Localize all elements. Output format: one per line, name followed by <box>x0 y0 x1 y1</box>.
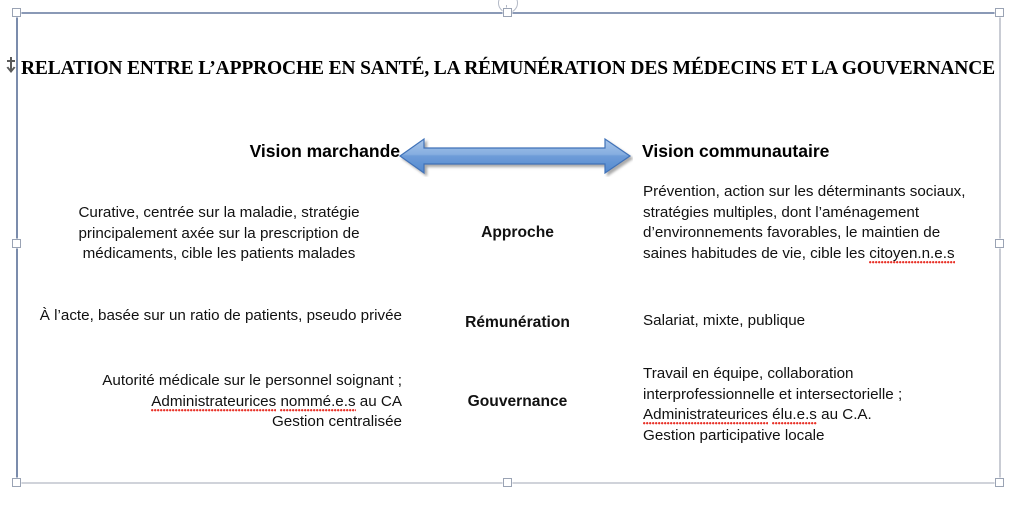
gouvernance-left-mid: au CA <box>355 392 402 410</box>
gouvernance-right-mid: au C.A. <box>816 406 872 423</box>
page-title: RELATION ENTRE L’APPROCHE EN SANTÉ, LA R… <box>20 58 996 79</box>
misspelled-word-nommees: nommé.e.s <box>280 392 356 412</box>
resize-handle-top-right[interactable] <box>995 8 1004 17</box>
row-remuneration-right-text: Salariat, mixte, publique <box>643 312 806 329</box>
gouvernance-left-line3: Gestion centralisée <box>271 413 402 430</box>
row-approche-left-text: Curative, centrée sur la maladie, straté… <box>78 204 360 262</box>
column-header-left: Vision marchande <box>249 141 400 161</box>
row-label-gouvernance: Gouvernance <box>467 393 568 410</box>
gouvernance-right-line1: Travail en équipe, collaboration <box>643 365 854 382</box>
row-remuneration-left-text: À l’acte, basée sur un ratio de patients… <box>39 307 402 324</box>
misspelled-word-administrateurices-left: Administrateurices <box>151 392 277 412</box>
resize-handle-middle-left[interactable] <box>12 239 21 248</box>
resize-handle-bottom-left[interactable] <box>12 478 21 487</box>
object-anchor-icon <box>3 56 19 74</box>
misspelled-word-elues: élu.e.s <box>772 406 817 425</box>
row-approche-right-prefix: Prévention, action sur les déterminants … <box>643 183 966 262</box>
misspelled-word-citoyennes: citoyen.n.e.s <box>869 244 955 264</box>
row-gouvernance-left-text: Autorité médicale sur le personnel soign… <box>36 371 402 433</box>
misspelled-word-administrateurices-right: Administrateurices <box>643 406 768 425</box>
row-label-approche: Approche <box>481 224 554 241</box>
column-header-right: Vision communautaire <box>642 141 830 161</box>
gouvernance-left-line1: Autorité médicale sur le personnel soign… <box>102 372 402 389</box>
double-headed-arrow-icon <box>399 137 633 177</box>
resize-handle-middle-right[interactable] <box>995 239 1004 248</box>
row-approche-right-text: Prévention, action sur les déterminants … <box>643 182 973 264</box>
resize-handle-top-center[interactable] <box>503 8 512 17</box>
row-label-remuneration: Rémunération <box>465 314 570 331</box>
resize-handle-bottom-center[interactable] <box>503 478 512 487</box>
resize-handle-bottom-right[interactable] <box>995 478 1004 487</box>
resize-handle-top-left[interactable] <box>12 8 21 17</box>
row-gouvernance-right-text: Travail en équipe, collaboration interpr… <box>643 364 973 446</box>
gouvernance-right-line2: interprofessionnelle et intersectorielle… <box>643 385 903 403</box>
gouvernance-right-line4: Gestion participative locale <box>643 426 825 444</box>
